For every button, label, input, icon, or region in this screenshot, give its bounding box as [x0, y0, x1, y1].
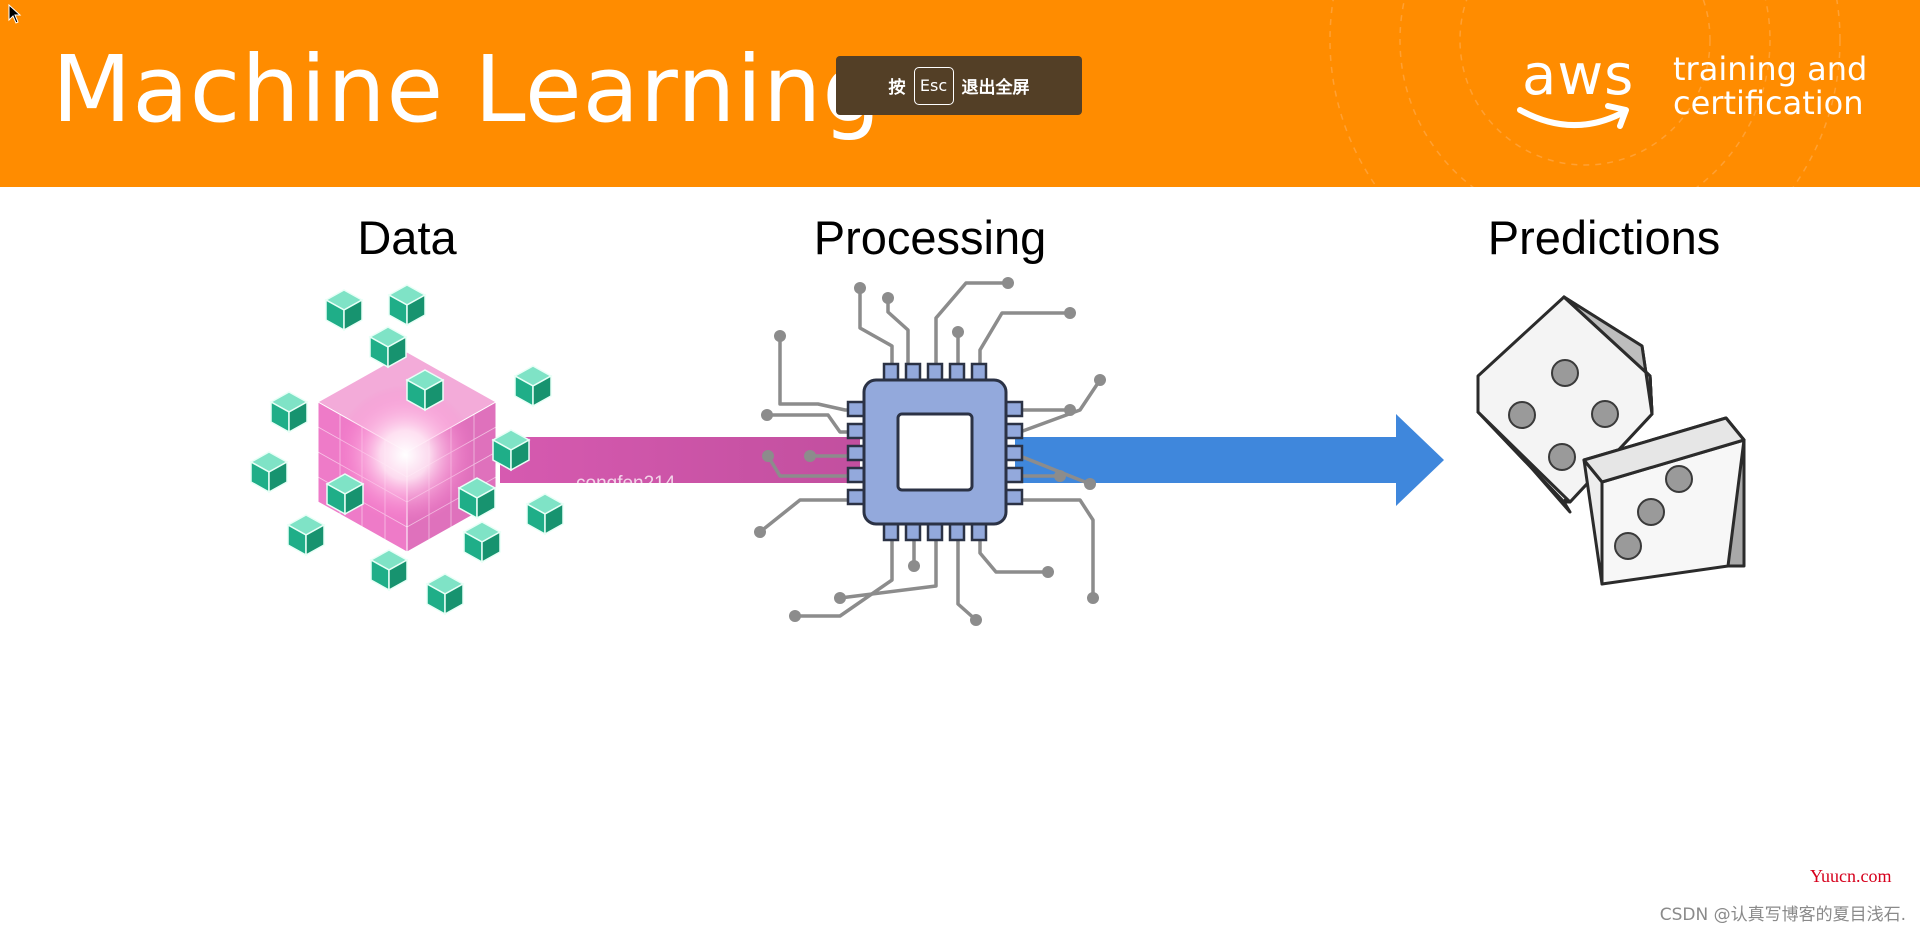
column-label-predictions: Predictions — [1487, 211, 1721, 264]
tip-prefix: 按 — [888, 78, 906, 98]
tagline-line-2: certification — [1673, 84, 1864, 122]
aws-smile-icon — [1517, 103, 1629, 129]
aws-logo: aws — [1516, 48, 1636, 138]
slide-title: Machine Learning — [52, 36, 882, 143]
banner-decoration — [1329, 0, 1841, 187]
slide-header-banner: Machine Learning 按 Esc 退出全屏 aws training… — [0, 0, 1920, 187]
site-watermark: Yuucn.com — [1810, 866, 1892, 886]
tip-suffix: 退出全屏 — [961, 78, 1030, 98]
aws-logo-word: aws — [1522, 43, 1635, 108]
processor-chip-icon — [754, 277, 1106, 626]
column-label-data: Data — [357, 211, 457, 264]
tagline-line-1: training and — [1673, 50, 1868, 88]
mouse-pointer-icon — [8, 4, 22, 24]
exit-fullscreen-tip: 按 Esc 退出全屏 — [836, 56, 1082, 115]
die-front — [1582, 416, 1746, 586]
blue-flow-arrow — [1015, 414, 1444, 506]
data-cube-icon — [249, 284, 565, 616]
pink-flow-bar — [500, 437, 860, 483]
image-watermark: congfen214 — [576, 473, 676, 494]
dice-icon — [1476, 295, 1746, 586]
blog-watermark: CSDN @认真写博客的夏目浅石. — [1659, 905, 1906, 925]
column-label-processing: Processing — [813, 211, 1047, 264]
die-back — [1476, 295, 1654, 514]
aws-tagline: training and certification — [1673, 52, 1867, 120]
esc-key-badge: Esc — [913, 66, 954, 105]
green-cube-group — [249, 284, 565, 616]
